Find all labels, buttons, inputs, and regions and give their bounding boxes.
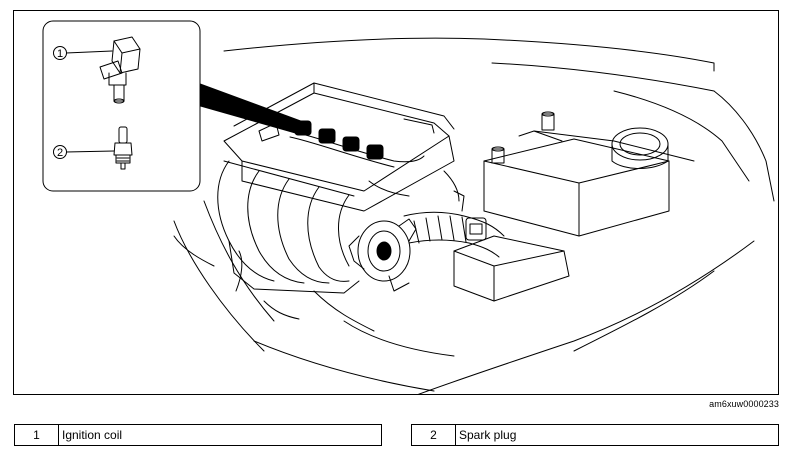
callout-leaders: [65, 50, 115, 153]
engine-head: [223, 82, 455, 212]
legend-number: 2: [412, 425, 456, 445]
callout-2-number: 2: [57, 147, 63, 159]
air-box: [453, 235, 570, 302]
legend-label: Ignition coil: [62, 428, 123, 442]
intake-duct: [403, 211, 505, 258]
callout-pointer: [189, 80, 307, 135]
reservoir: [611, 127, 669, 169]
engine-diagram: 1 2: [13, 10, 779, 395]
body-outline: [173, 37, 775, 394]
hoses: [173, 170, 465, 357]
engine-drawing: 1 2: [42, 20, 775, 394]
throttle-body: [348, 218, 417, 292]
reference-code: am6xuw0000233: [709, 399, 779, 409]
callout-2: [53, 145, 67, 159]
battery: [483, 111, 670, 237]
intake-manifold: [217, 160, 360, 294]
ignition-coils-installed: [289, 120, 425, 168]
inset-panel: [42, 20, 201, 192]
callout-1-number: 1: [57, 48, 63, 60]
callout-1: [53, 46, 67, 60]
legend-number: 1: [15, 425, 59, 445]
legend-label: Spark plug: [459, 428, 517, 442]
ignition-coil-detail: [99, 36, 141, 104]
legend-row-ignition-coil: 1 Ignition coil: [14, 424, 382, 446]
legend-row-spark-plug: 2 Spark plug: [411, 424, 779, 446]
